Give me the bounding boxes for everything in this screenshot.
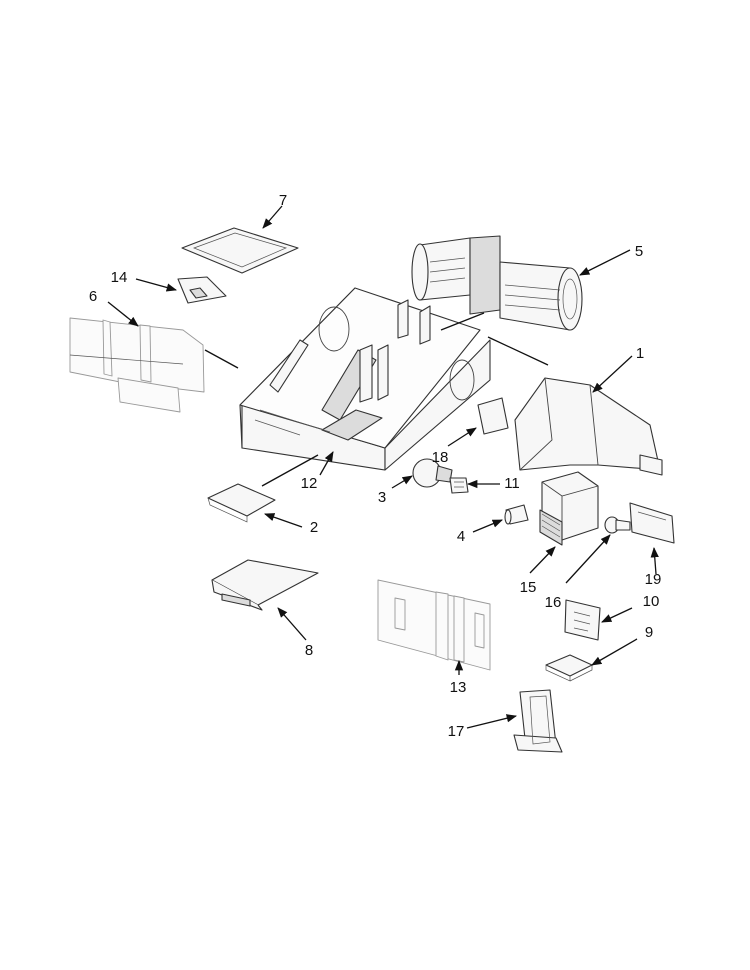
part-16-thermostat [604, 516, 631, 534]
callout-13: 13 [450, 679, 467, 696]
part-8-bottom-plate [211, 559, 319, 611]
part-19-bracket [629, 502, 675, 544]
part-17-vent-chute [513, 689, 563, 753]
part-2-cover-plate [207, 483, 276, 523]
callout-14: 14 [111, 269, 128, 286]
callout-7: 7 [279, 192, 287, 209]
callout-16: 16 [545, 594, 562, 611]
part-1-duct [514, 377, 663, 476]
callout-11: 11 [504, 475, 520, 492]
callout-18: 18 [432, 449, 449, 466]
part-5-blower [411, 235, 583, 331]
callout-15: 15 [520, 579, 537, 596]
part-7-filter-frame [181, 227, 299, 274]
callout-labels: 7 14 6 5 1 18 12 3 11 2 4 15 16 19 10 9 … [89, 192, 662, 740]
callout-5: 5 [635, 243, 643, 260]
callout-17: 17 [448, 723, 465, 740]
callout-10: 10 [643, 593, 660, 610]
callout-9: 9 [645, 624, 653, 641]
part-11-lamp-socket [449, 477, 469, 494]
part-4-diode [504, 504, 529, 525]
callout-1: 1 [636, 345, 644, 362]
part-14-plate [177, 276, 227, 304]
part-9-bracket [545, 654, 593, 682]
part-15-transformer [539, 471, 599, 546]
callout-19: 19 [645, 571, 662, 588]
callout-8: 8 [305, 642, 313, 659]
callout-3: 3 [378, 489, 386, 506]
part-10-control-label [564, 599, 601, 641]
main-chassis [239, 287, 491, 471]
part-3-lamp [412, 458, 453, 488]
part-6-side-panel [69, 317, 205, 413]
callout-12: 12 [301, 475, 318, 492]
part-18-panel [477, 397, 509, 435]
callout-2: 2 [310, 519, 318, 536]
part-13-vent-grille [377, 579, 491, 671]
callout-6: 6 [89, 288, 97, 305]
callout-4: 4 [457, 528, 465, 545]
leader-lines [107, 205, 659, 729]
